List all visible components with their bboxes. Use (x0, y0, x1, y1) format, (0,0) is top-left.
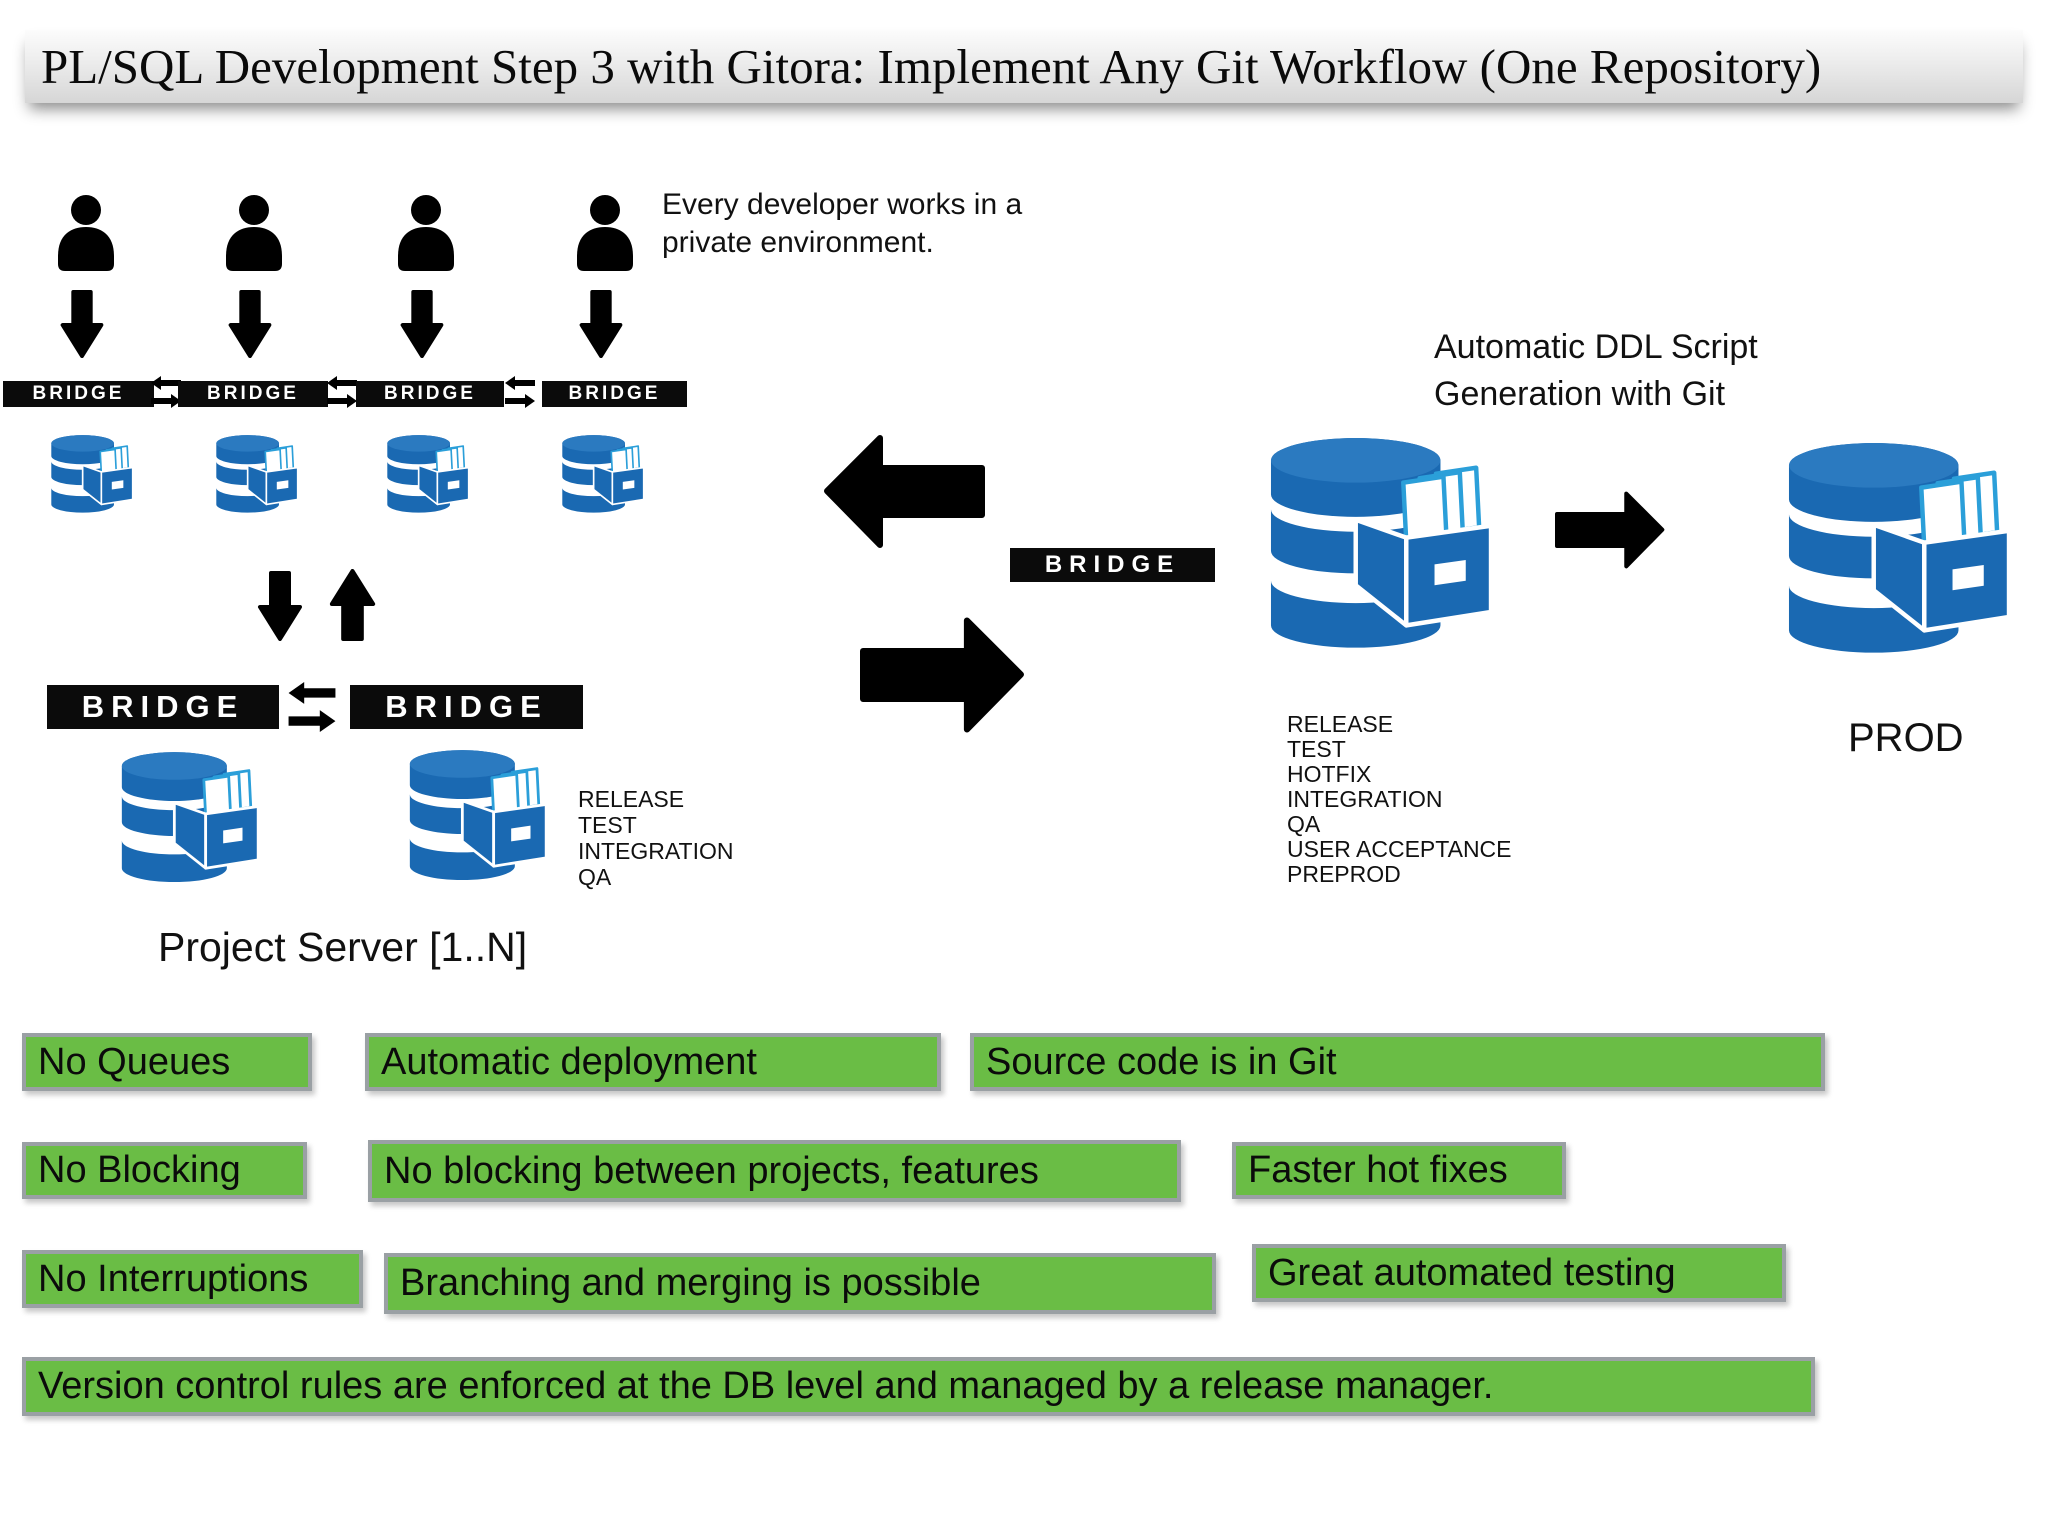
project-server-label: Project Server [1..N] (158, 924, 528, 970)
bridge-badge: BRIDGE (350, 685, 583, 729)
arrow-right-icon (1555, 490, 1665, 570)
developer-icon (396, 195, 456, 271)
benefit-box: Source code is in Git (970, 1033, 1825, 1091)
database-icon (1786, 438, 2012, 680)
env-item: QA (578, 864, 612, 890)
arrow-up-icon (325, 569, 380, 641)
arrow-down-icon (60, 290, 104, 358)
developer-icon (575, 195, 635, 271)
title-bar: PL/SQL Development Step 3 with Gitora: I… (25, 30, 2023, 103)
bridge-badge: BRIDGE (1010, 548, 1215, 582)
central-env-list: RELEASE TEST HOTFIX INTEGRATION QA USER … (1287, 712, 1512, 887)
env-item: INTEGRATION (1287, 786, 1443, 812)
project-env-list: RELEASE TEST INTEGRATION QA (578, 786, 733, 890)
benefit-box: No Interruptions (22, 1250, 363, 1308)
database-icon (215, 434, 299, 522)
ddl-note: Automatic DDL Script Generation with Git (1434, 328, 1758, 413)
sync-arrows-icon (151, 376, 181, 408)
bridge-badge: BRIDGE (47, 685, 279, 729)
benefit-box: Automatic deployment (365, 1033, 941, 1091)
benefit-box: No blocking between projects, features (368, 1140, 1181, 1202)
arrow-down-icon (579, 290, 623, 358)
bridge-badge: BRIDGE (356, 381, 504, 407)
benefit-box: Faster hot fixes (1232, 1142, 1566, 1199)
env-item: USER ACCEPTANCE (1287, 836, 1512, 862)
benefit-box: No Blocking (22, 1142, 307, 1199)
arrow-down-icon (257, 571, 303, 641)
database-icon (50, 434, 134, 522)
arrow-down-icon (228, 290, 272, 358)
developer-note: Every developer works in a private envir… (662, 188, 1023, 259)
env-item: TEST (578, 812, 637, 838)
bridge-badge: BRIDGE (178, 381, 328, 407)
page-title: PL/SQL Development Step 3 with Gitora: I… (41, 39, 1822, 94)
bridge-badge: BRIDGE (3, 381, 154, 407)
database-icon (386, 434, 470, 522)
sync-arrows-icon (288, 682, 336, 732)
developer-icon (56, 195, 116, 271)
env-item: QA (1287, 811, 1321, 837)
env-item: HOTFIX (1287, 761, 1372, 787)
database-icon (120, 750, 260, 898)
env-item: TEST (1287, 736, 1346, 762)
bridge-badge: BRIDGE (542, 381, 687, 407)
env-item: RELEASE (1287, 711, 1394, 737)
benefit-box: No Queues (22, 1033, 312, 1091)
env-item: PREPROD (1287, 861, 1401, 887)
arrow-down-icon (400, 290, 444, 358)
developer-icon (224, 195, 284, 271)
database-icon (408, 748, 548, 896)
database-icon (561, 434, 645, 522)
benefit-box: Great automated testing (1252, 1244, 1786, 1302)
prod-label: PROD (1848, 716, 1964, 760)
database-icon (1268, 433, 1494, 675)
sync-arrows-icon (327, 376, 357, 408)
env-item: RELEASE (578, 786, 685, 812)
benefit-box: Branching and merging is possible (384, 1253, 1216, 1314)
arrow-right-icon (860, 615, 1025, 735)
benefit-box: Version control rules are enforced at th… (22, 1357, 1815, 1416)
sync-arrows-icon (505, 376, 535, 408)
env-item: INTEGRATION (578, 838, 734, 864)
arrow-left-icon (823, 435, 985, 548)
